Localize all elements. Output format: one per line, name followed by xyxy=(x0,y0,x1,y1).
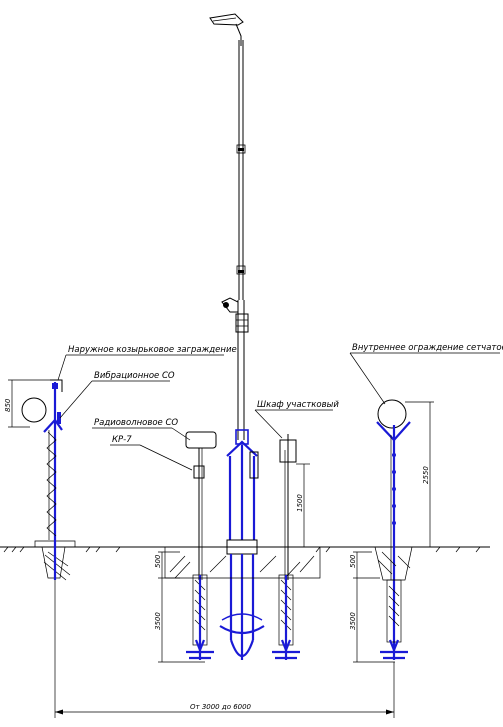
outer-fence: 850 xyxy=(4,379,76,581)
dim-cabinet-height: 1500 xyxy=(296,494,304,512)
label-outer-fence: Наружное козырьковое заграждение xyxy=(57,345,237,381)
inner-fence: Внутреннее ограждение сетчатое 2550 500 … xyxy=(349,343,503,663)
label-vibration: Вибрационное СО xyxy=(59,371,175,419)
dim-inner-height: 2550 xyxy=(422,466,430,484)
label-kr7-text: КР-7 xyxy=(112,435,132,445)
sector-cabinet: Шкаф участковый 1500 xyxy=(254,400,339,660)
dim-foundation-right: 500 xyxy=(349,554,357,568)
central-pit: 500 3500 xyxy=(154,547,321,663)
dim-pile-left: 3500 xyxy=(154,612,162,630)
label-inner-fence-text: Внутреннее ограждение сетчатое xyxy=(352,343,503,353)
radio-sensor: Радиоволновое СО КР-7 xyxy=(92,418,217,660)
label-vibration-text: Вибрационное СО xyxy=(94,371,175,381)
dim-spacing: От 3000 до 6000 xyxy=(190,703,252,711)
lighting-pole xyxy=(209,13,265,660)
dim-pile-right: 3500 xyxy=(349,612,357,630)
dim-fence-height: 850 xyxy=(4,398,12,412)
label-radio-text: Радиоволновое СО xyxy=(94,418,178,428)
dim-foundation-left: 500 xyxy=(154,554,162,568)
label-outer-fence-text: Наружное козырьковое заграждение xyxy=(68,345,237,355)
label-cabinet-text: Шкаф участковый xyxy=(257,400,339,410)
spacing-dimension: От 3000 до 6000 xyxy=(54,580,395,718)
ground xyxy=(0,546,490,553)
